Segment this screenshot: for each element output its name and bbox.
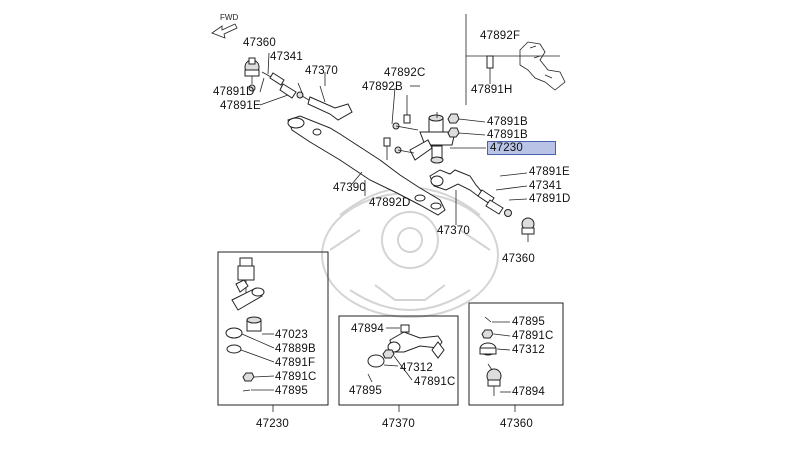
callout-47891D-left[interactable]: 47891D	[213, 86, 255, 98]
callout-47370-right[interactable]: 47370	[437, 225, 470, 237]
box-47230-label-5[interactable]: 47895	[275, 385, 308, 397]
callout-47891D-right[interactable]: 47891D	[529, 193, 571, 205]
callout-47892F[interactable]: 47892F	[480, 30, 521, 42]
box-47230-title[interactable]: 47230	[256, 418, 289, 430]
inset-detail-top-right	[465, 14, 566, 105]
box-47360-frame	[468, 302, 564, 412]
callout-47891E-right[interactable]: 47891E	[529, 166, 570, 178]
callout-47891B-2[interactable]: 47891B	[487, 129, 528, 141]
box-47230-frame	[217, 251, 329, 412]
callout-47390[interactable]: 47390	[333, 182, 366, 194]
box-47370-title[interactable]: 47370	[382, 418, 415, 430]
callout-47891E-left[interactable]: 47891E	[220, 100, 261, 112]
callout-47341-right[interactable]: 47341	[529, 180, 562, 192]
fwd-arrow-icon	[211, 23, 238, 39]
callout-47360-left[interactable]: 47360	[243, 37, 276, 49]
box-47230-label-1[interactable]: 47023	[275, 329, 308, 341]
box-47360-label-1[interactable]: 47895	[512, 316, 545, 328]
box-47370-label-2[interactable]: 47312	[400, 362, 433, 374]
box-47370-frame	[338, 315, 459, 412]
callout-47370-left[interactable]: 47370	[305, 65, 338, 77]
box-47360-title[interactable]: 47360	[500, 418, 533, 430]
box-47360-label-3[interactable]: 47312	[512, 344, 545, 356]
callout-47360-right[interactable]: 47360	[502, 253, 535, 265]
box-47360-label-2[interactable]: 47891C	[512, 330, 554, 342]
callout-47891B-1[interactable]: 47891B	[487, 116, 528, 128]
idler-arm-center	[383, 85, 486, 164]
callout-47341-left[interactable]: 47341	[270, 51, 303, 63]
leader-lines	[259, 52, 438, 185]
box-47230-label-2[interactable]: 47889B	[275, 343, 316, 355]
callout-47230-selected[interactable]: 47230	[487, 141, 556, 155]
relay-rod	[287, 115, 446, 216]
tie-rod-right	[429, 169, 535, 242]
callout-47891H[interactable]: 47891H	[471, 84, 513, 96]
box-47370-label-1[interactable]: 47894	[351, 323, 384, 335]
callout-47892D[interactable]: 47892D	[369, 197, 411, 209]
fwd-label: FWD	[220, 13, 239, 22]
box-47360-label-4[interactable]: 47894	[512, 386, 545, 398]
callout-47892C[interactable]: 47892C	[384, 67, 426, 79]
callout-47892B[interactable]: 47892B	[362, 81, 403, 93]
box-47230-label-3[interactable]: 47891F	[275, 357, 316, 369]
tie-rod-end-left	[244, 57, 353, 121]
box-47370-label-4[interactable]: 47895	[349, 385, 382, 397]
box-47370-label-3[interactable]: 47891C	[414, 376, 456, 388]
box-47230-label-4[interactable]: 47891C	[275, 371, 317, 383]
